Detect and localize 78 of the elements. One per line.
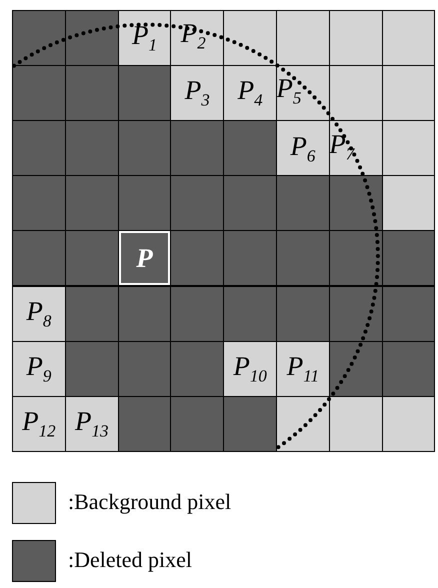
pixel-cell — [118, 175, 172, 232]
pixel-cell — [382, 340, 436, 397]
pixel-cell — [118, 340, 172, 397]
pixel-label: P$_{3}$ — [184, 77, 210, 109]
pixel-cell — [328, 230, 383, 286]
pixel-cell — [118, 65, 172, 122]
pixel-cell — [223, 65, 277, 122]
pixel-cell — [382, 10, 436, 66]
pixel-cell — [276, 10, 330, 66]
pixel-cell — [223, 175, 277, 232]
pixel-cell — [276, 175, 330, 232]
pixel-label: P$_{12}$ — [22, 408, 56, 440]
pixel-cell — [64, 396, 119, 452]
legend-label: :Background pixel — [68, 489, 232, 515]
pixel-cell — [276, 230, 330, 286]
pixel-cell — [64, 230, 119, 286]
pixel-cell — [170, 230, 224, 286]
pixel-cell — [170, 396, 224, 452]
pixel-cell — [12, 340, 66, 397]
pixel-cell — [223, 396, 277, 452]
pixel-label: P$_{9}$ — [26, 352, 52, 384]
pixel-cell — [12, 230, 66, 286]
pixel-label: P — [136, 244, 153, 272]
pixel-cell — [170, 286, 224, 342]
pixel-label: P$_{4}$ — [238, 77, 263, 109]
pixel-cell — [328, 10, 383, 66]
pixel-cell — [170, 65, 224, 122]
pixel-cell — [382, 120, 436, 176]
pixel-cell — [223, 10, 277, 66]
pixel-label: P$_{13}$ — [74, 408, 108, 440]
pixel-cell — [328, 65, 383, 122]
pixel-cell — [223, 230, 277, 286]
pixel-label: P$_{1}$ — [132, 22, 157, 54]
pixel-label: P$_{11}$ — [286, 352, 320, 384]
pixel-cell — [223, 120, 277, 176]
pixel-cell — [64, 65, 119, 122]
pixel-cell — [170, 175, 224, 232]
pixel-cell — [223, 286, 277, 342]
pixel-label: P$_{5}$ — [276, 75, 302, 107]
pixel-cell — [118, 286, 172, 342]
pixel-cell — [170, 120, 224, 176]
pixel-cell — [12, 10, 66, 66]
pixel-cell — [382, 175, 436, 232]
pixel-cell — [118, 396, 172, 452]
pixel-cell — [12, 175, 66, 232]
pixel-cell — [276, 340, 330, 397]
pixel-cell — [328, 396, 383, 452]
pixel-cell — [64, 340, 119, 397]
pixel-cell — [118, 10, 172, 66]
legend-label: :Deleted pixel — [68, 547, 192, 573]
pixel-cell — [382, 230, 436, 286]
pixel-cell — [382, 396, 436, 452]
pixel-cell — [276, 396, 330, 452]
pixel-cell — [170, 340, 224, 397]
pixel-cell — [276, 65, 330, 122]
pixel-cell — [64, 175, 119, 232]
pixel-label: P$_{6}$ — [290, 132, 316, 164]
pixel-label: P$_{10}$ — [233, 352, 267, 384]
pixel-cell — [118, 230, 172, 286]
pixel-cell — [328, 340, 383, 397]
pixel-cell — [64, 10, 119, 66]
pixel-cell — [12, 65, 66, 122]
pixel-cell — [328, 120, 383, 176]
pixel-cell — [64, 120, 119, 176]
pixel-cell — [12, 286, 66, 342]
pixel-cell — [12, 120, 66, 176]
pixel-cell — [328, 175, 383, 232]
pixel-cell — [382, 286, 436, 342]
pixel-cell — [382, 65, 436, 122]
pixel-cell — [12, 396, 66, 452]
pixel-cell — [170, 10, 224, 66]
pixel-cell — [223, 340, 277, 397]
pixel-cell — [328, 286, 383, 342]
pixel-label: P$_{8}$ — [26, 298, 52, 330]
pixel-cell — [118, 120, 172, 176]
pixel-cell — [64, 286, 119, 342]
pixel-cell — [276, 120, 330, 176]
pixel-cell — [276, 286, 330, 342]
